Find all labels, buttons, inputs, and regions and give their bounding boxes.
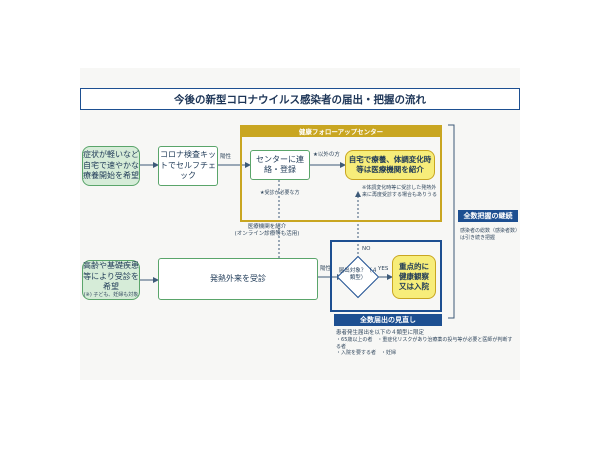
referral-line-2: (オンライン診療等も活用): [234, 231, 300, 238]
decision-node: 届出対象？（４類型）: [336, 255, 380, 299]
full-grasp-bracket: [448, 124, 455, 319]
mild-symptom-box: 症状が軽いなど自宅で速やかな療養開始を希望: [82, 146, 140, 186]
risk-text: 高齢や基礎疾患等により受診を希望: [83, 261, 139, 291]
priority-line-2: 健康観察: [399, 271, 429, 281]
full-grasp-note: 感染者の総数（感染者数）は引き続き把握: [460, 228, 518, 241]
review-criteria: 患者発生届出を以下の４類型に限定 ・65歳以上の者 ・重症化リスクがあり治療薬の…: [336, 330, 516, 357]
decision-no-label: NO: [362, 246, 371, 252]
background-panel: [80, 68, 520, 380]
review-label: 全数届出の見直し: [334, 314, 442, 326]
review-item: ・入院を要する者 ・妊婦: [336, 350, 397, 357]
positive-label-1: 陽性: [220, 154, 232, 160]
review-note-title: 患者発生届出を以下の４類型に限定: [336, 330, 425, 336]
review-frame: [330, 240, 442, 312]
risk-note: (※) 子ども、妊婦も対象: [83, 292, 139, 299]
review-item: ・65歳以上の者 ・重症化リスクがあり治療薬の投与等が必要と医師が判断する者: [336, 337, 513, 350]
star-note: ★受診が必要な方: [260, 190, 300, 196]
decision-yes-label: YES: [378, 266, 389, 272]
referral-line-1: 医療機関を紹介: [247, 224, 287, 230]
home-care-note: ※体調変化時等に受診した発熱外来に再度受診する場合もありうる: [362, 185, 438, 198]
positive-label-2: 陽性: [320, 266, 332, 272]
follow-up-center-header: 健康フォローアップセンター: [240, 125, 442, 137]
page-title: 今後の新型コロナウイルス感染者の届出・把握の流れ: [80, 88, 520, 110]
except-note: ★以外の方: [313, 152, 340, 158]
priority-line-3: 又は入院: [399, 282, 429, 292]
home-care-box: 自宅で療養、体調変化時等は医療機関を紹介: [345, 150, 435, 180]
full-grasp-label: 全数把握の継続: [458, 210, 518, 222]
risk-box: 高齢や基礎疾患等により受診を希望 (※) 子ども、妊婦も対象: [82, 260, 140, 300]
contact-register-box: センターに連絡・登録: [250, 150, 310, 180]
priority-line-1: 重点的に: [399, 261, 429, 271]
referral-text: 医療機関を紹介 (オンライン診療等も活用): [212, 224, 322, 238]
outpatient-box: 発熱外来を受診: [158, 258, 318, 300]
decision-question: 届出対象？（４類型）: [338, 268, 378, 282]
self-check-box: コロナ検査キットでセルフチェック: [158, 146, 218, 186]
priority-box: 重点的に 健康観察 又は入院: [392, 255, 436, 299]
